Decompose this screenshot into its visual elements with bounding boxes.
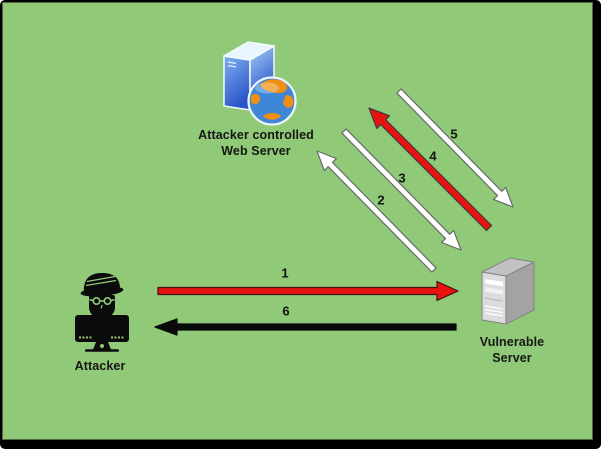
arrow-3-web_server-to-vulnerable_server — [341, 128, 462, 251]
arrow-6-label: 6 — [282, 303, 290, 319]
web-server-label-line2: Web Server — [221, 143, 291, 158]
diagram-canvas — [2, 2, 593, 440]
arrow-4-label: 4 — [429, 148, 437, 164]
monitor-icon — [75, 315, 129, 342]
arrow-6-vulnerable_server-to-attacker — [154, 318, 457, 336]
glasses-icon — [89, 296, 115, 305]
arrow-1-attacker-to-vulnerable_server — [157, 280, 459, 302]
arrow-2-label: 2 — [377, 192, 385, 208]
globe-icon — [247, 76, 297, 126]
arrow-1-label: 1 — [281, 265, 289, 281]
arrow-2-vulnerable_server-to-web_server — [316, 150, 437, 273]
arrow-4-vulnerable_server-to-web_server — [368, 107, 493, 232]
web-server-label-line1: Attacker controlled — [198, 128, 314, 142]
arrow-3-label: 3 — [398, 170, 406, 186]
attacker-icon — [75, 273, 129, 352]
vulnerable-server-label-line1: Vulnerable — [479, 335, 545, 349]
attacker-label: Attacker — [74, 359, 126, 373]
arrow-5-web_server-to-vulnerable_server — [396, 88, 514, 208]
web-server-icon — [223, 41, 297, 126]
web-server-label: Attacker controlled Web Server — [186, 128, 326, 159]
vulnerable-server-icon — [481, 257, 535, 325]
vulnerable-server-label: Vulnerable Server — [462, 335, 562, 366]
arrow-5-label: 5 — [450, 126, 458, 142]
vulnerable-server-label-line2: Server — [492, 350, 532, 365]
